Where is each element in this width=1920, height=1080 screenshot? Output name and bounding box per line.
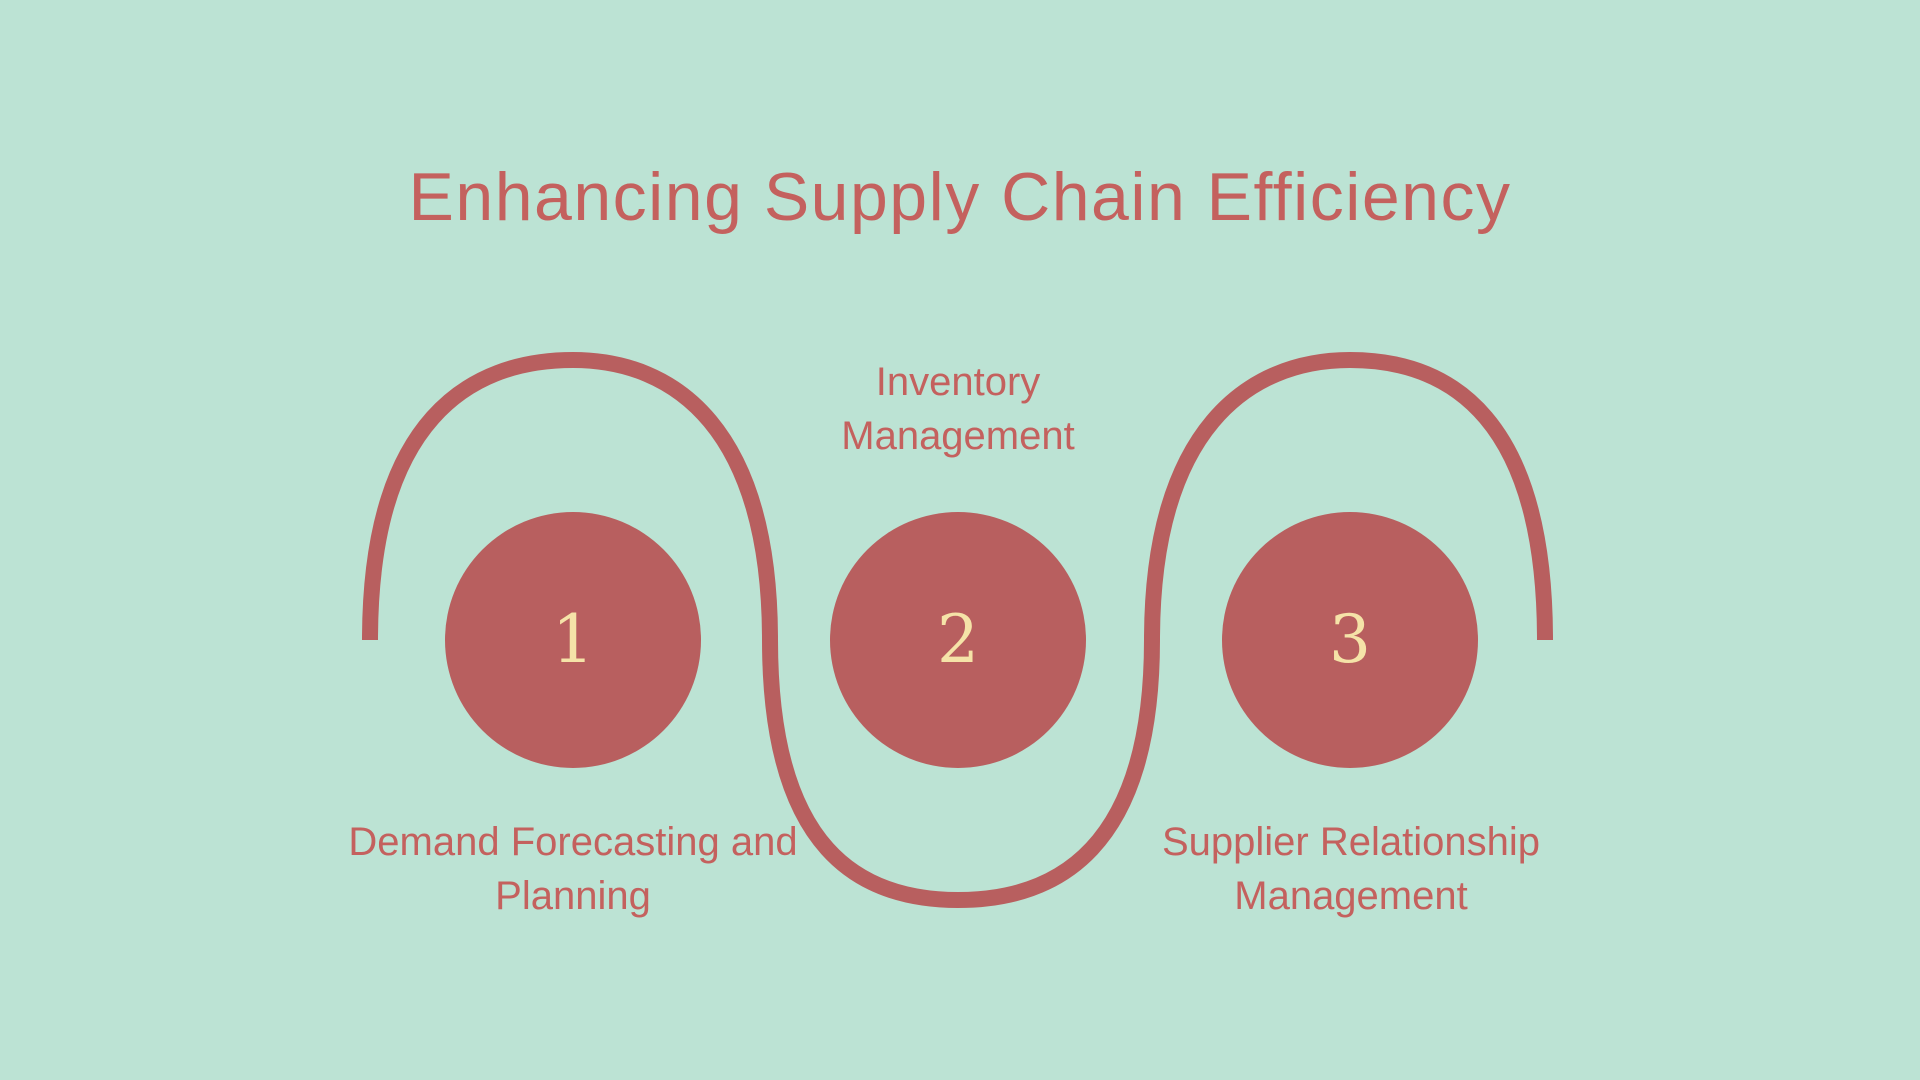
process-label-2: Inventory Management (841, 360, 1075, 458)
process-node-3[interactable]: 3 (1222, 512, 1478, 768)
process-node-1[interactable]: 1 (445, 512, 701, 768)
node-number-3: 3 (1329, 601, 1371, 678)
node-number-1: 1 (552, 601, 594, 678)
connector-path (362, 351, 1553, 909)
process-label-1: Demand Forecasting and Planning (348, 820, 798, 918)
node-number-2: 2 (937, 601, 979, 678)
process-label-3: Supplier Relationship Management (1161, 820, 1540, 918)
process-node-2[interactable]: 2 (830, 512, 1086, 768)
page-title: Enhancing Supply Chain Efficiency (408, 159, 1512, 235)
